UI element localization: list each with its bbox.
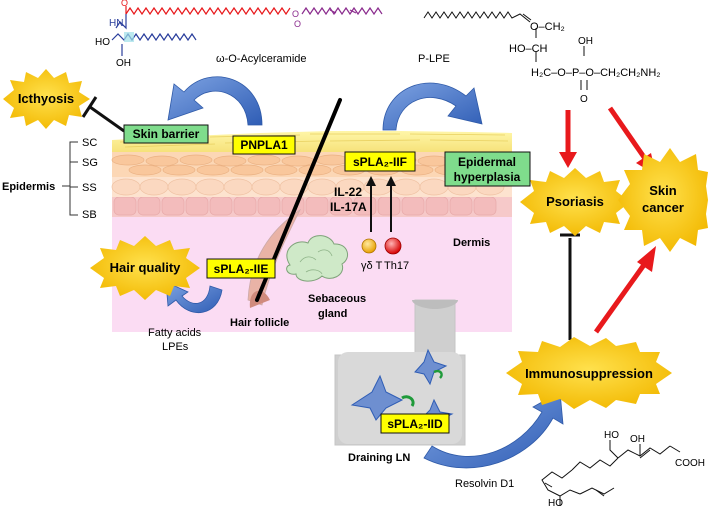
burst-icthyosis: [3, 69, 90, 129]
layer-label-sg: SG: [82, 157, 98, 169]
box-spla2-iid: [380, 413, 450, 434]
resolvin-oh-mid: OH: [630, 434, 645, 445]
disease-icthyosis: Icthyosis: [18, 91, 74, 106]
acylceramide-structure: [111, 6, 383, 56]
acylceramide-oh: OH: [116, 58, 131, 69]
resolvin-name: Resolvin D1: [455, 478, 514, 490]
plpe-h2c: H₂C–O–P–O–CH₂CH₂NH₂: [531, 67, 661, 79]
acylceramide-o3: O: [294, 19, 301, 29]
disease-skin-cancer-line2: cancer: [642, 200, 684, 215]
layer-label-sb: SB: [82, 209, 97, 221]
plpe-o-double: O: [580, 94, 588, 105]
plpe-structure: [423, 11, 588, 90]
th17-cell: [384, 237, 402, 255]
box-spla2-iie: [206, 258, 276, 279]
acylceramide-name: ω-O-Acylceramide: [216, 53, 307, 65]
layer-label-sc: SC: [82, 137, 97, 149]
cytokine-arrows: [366, 176, 396, 232]
th17-label: Th17: [384, 260, 409, 272]
burst-skin-cancer: [618, 148, 708, 252]
disease-hair-quality: Hair quality: [110, 260, 182, 275]
box-pnpla1: [232, 135, 296, 155]
disease-skin-cancer-line1: Skin: [649, 183, 677, 198]
lpes-label: LPEs: [162, 341, 189, 353]
sebaceous-gland: [286, 235, 349, 282]
gd-t-label: γδ T: [361, 260, 383, 272]
spla2-iie-label: sPLA₂-IIE: [214, 262, 269, 276]
disease-immunosuppression: Immunosuppression: [525, 366, 653, 381]
skin-barrier-label: Skin barrier: [133, 127, 200, 141]
burst-immunosuppression: [506, 337, 672, 409]
burst-psoriasis: [520, 168, 630, 236]
gd-t-cell: [361, 238, 377, 254]
box-spla2-iif: [344, 151, 416, 172]
epidermis: [111, 131, 513, 217]
hair-follicle-label: Hair follicle: [230, 317, 289, 329]
pnpla1-label: PNPLA1: [240, 138, 288, 152]
sebaceous-label-line1: Sebaceous: [308, 293, 366, 305]
acylceramide-hn: HN: [109, 18, 123, 29]
acylceramide-o2: O: [292, 9, 299, 19]
inhibition-lines: [81, 96, 580, 340]
box-skin-barrier: [123, 124, 209, 144]
draining-ln-label: Draining LN: [348, 452, 410, 464]
burst-hair-quality: [90, 236, 200, 300]
dermis-label: Dermis: [453, 237, 490, 249]
plpe-oh: OH: [578, 36, 593, 47]
il22-label: IL-22: [334, 185, 362, 199]
blue-arrows: [165, 76, 564, 469]
spla2-iif-label: sPLA₂-IIF: [353, 155, 407, 169]
resolvin-structure: [541, 440, 681, 506]
epidermal-hyperplasia-line1: Epidermal: [458, 155, 516, 169]
spla2-iid-label: sPLA₂-IID: [387, 417, 443, 431]
layer-label-ss: SS: [82, 182, 97, 194]
disease-psoriasis: Psoriasis: [546, 194, 604, 209]
resolvin-ho-bottom: HO: [548, 498, 563, 508]
box-epidermal-hyperplasia: [444, 151, 531, 187]
epidermal-hyperplasia-line2: hyperplasia: [454, 170, 521, 184]
plpe-ho-ch: HO–CH: [509, 43, 548, 55]
epidermis-label: Epidermis: [2, 181, 55, 193]
resolvin-ho-top: HO: [604, 430, 619, 441]
sebaceous-label-line2: gland: [318, 308, 347, 320]
plpe-ch2-top: O–CH₂: [530, 21, 565, 33]
acylceramide-o1: O: [121, 0, 128, 8]
il17a-label: IL-17A: [330, 200, 367, 214]
resolvin-cooh: COOH: [675, 458, 705, 469]
layer-bracket: [62, 141, 78, 216]
acylceramide-ho: HO: [95, 37, 110, 48]
plpe-name: P-LPE: [418, 53, 450, 65]
fatty-acids-label: Fatty acids: [148, 327, 202, 339]
